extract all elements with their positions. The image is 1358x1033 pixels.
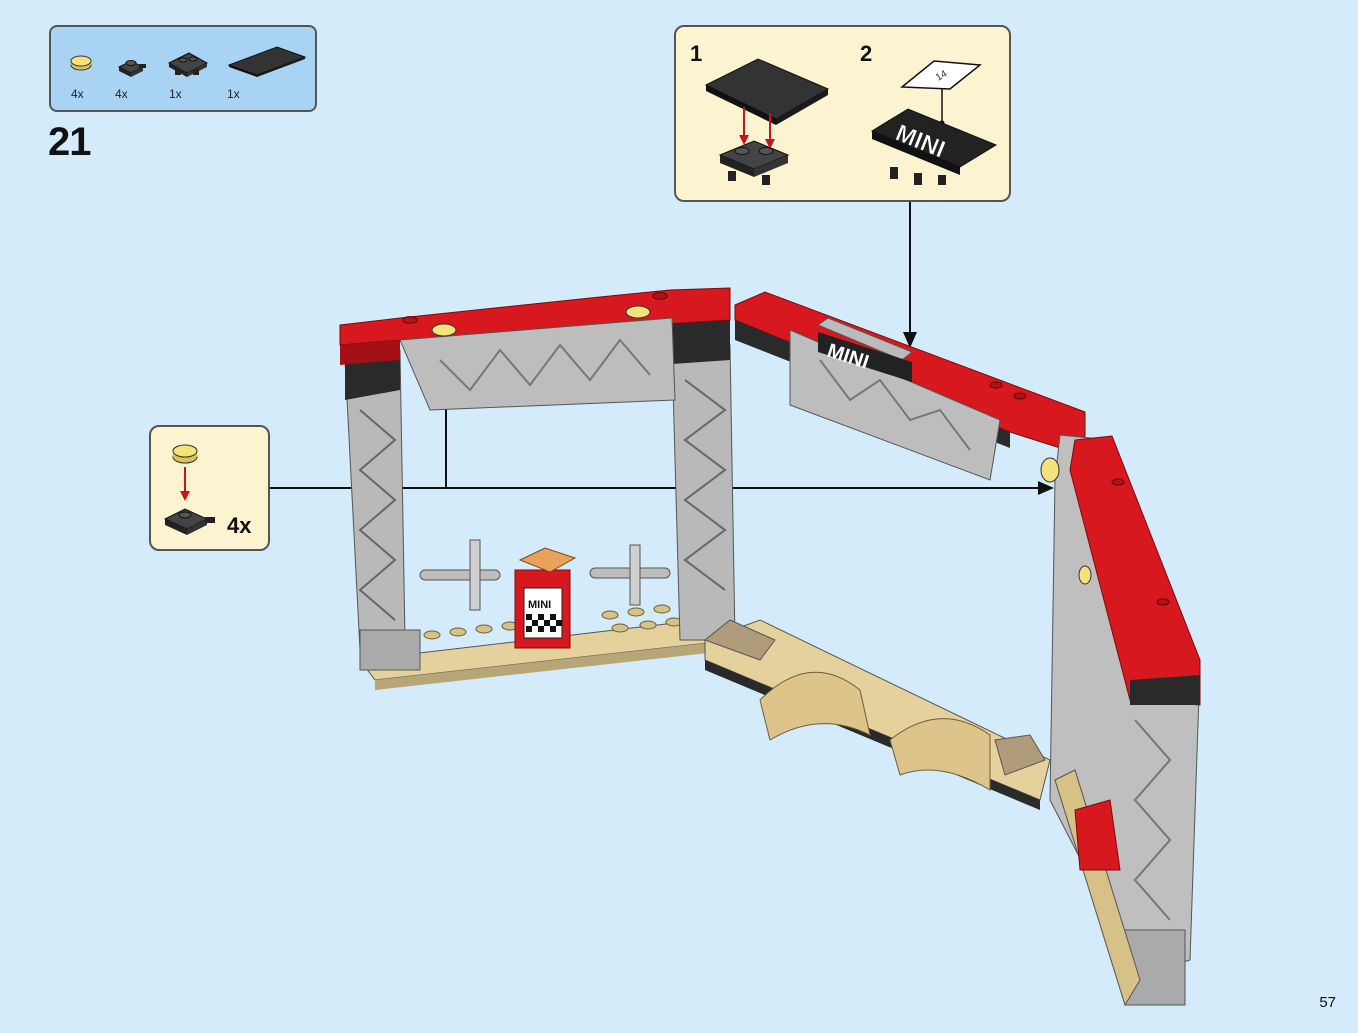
part-qty: 1x [169, 87, 182, 101]
red-element [1074, 799, 1121, 871]
truss [399, 317, 676, 411]
orange-part [518, 547, 577, 573]
parts-list-box: 4x 4x 1x 1x [49, 25, 317, 112]
part-qty: 4x [115, 87, 128, 101]
page-number: 57 [1319, 994, 1336, 1011]
part-round-tile: 4x [69, 37, 129, 101]
round-tile-icon [1040, 457, 1060, 483]
round-tile-icon [625, 305, 651, 319]
svg-text:MINI: MINI [528, 599, 551, 611]
round-tile-icon [431, 323, 457, 337]
multiplier-label: 4x [227, 513, 252, 538]
substep-2-number: 2 [860, 41, 873, 66]
svg-text:14: 14 [934, 68, 950, 83]
step-number: 21 [48, 120, 91, 164]
subassembly-diagram: 14 MINI [704, 58, 998, 185]
part-qty: 4x [71, 87, 84, 101]
round-tile-icon [172, 444, 198, 458]
tile-2x4-icon [227, 46, 307, 77]
sticker-icon [899, 60, 982, 90]
small-callout-diagram [163, 444, 215, 535]
round-tile-icon [70, 55, 92, 71]
sign-tile-icon [870, 108, 998, 168]
part-tile-2x4: 1x [227, 37, 317, 101]
subassembly-callout: 1 2 14 MINI [674, 25, 1011, 202]
middle-tower [671, 344, 736, 641]
part-qty: 1x [227, 87, 240, 101]
part-plate-clip: 4x [115, 37, 175, 101]
small-callout: 4x [149, 425, 270, 551]
substep-1-number: 1 [690, 41, 703, 66]
sign-tile [818, 332, 912, 382]
truss [789, 329, 1001, 481]
ramp [759, 671, 871, 741]
plate-with-clips-icon [167, 52, 209, 77]
part-plate-clips: 1x [165, 37, 225, 101]
studs [423, 604, 683, 640]
tool-rack [419, 539, 671, 611]
round-tile-icon [1078, 565, 1092, 585]
ramp [889, 718, 991, 791]
plate-with-clip-icon [117, 60, 146, 77]
